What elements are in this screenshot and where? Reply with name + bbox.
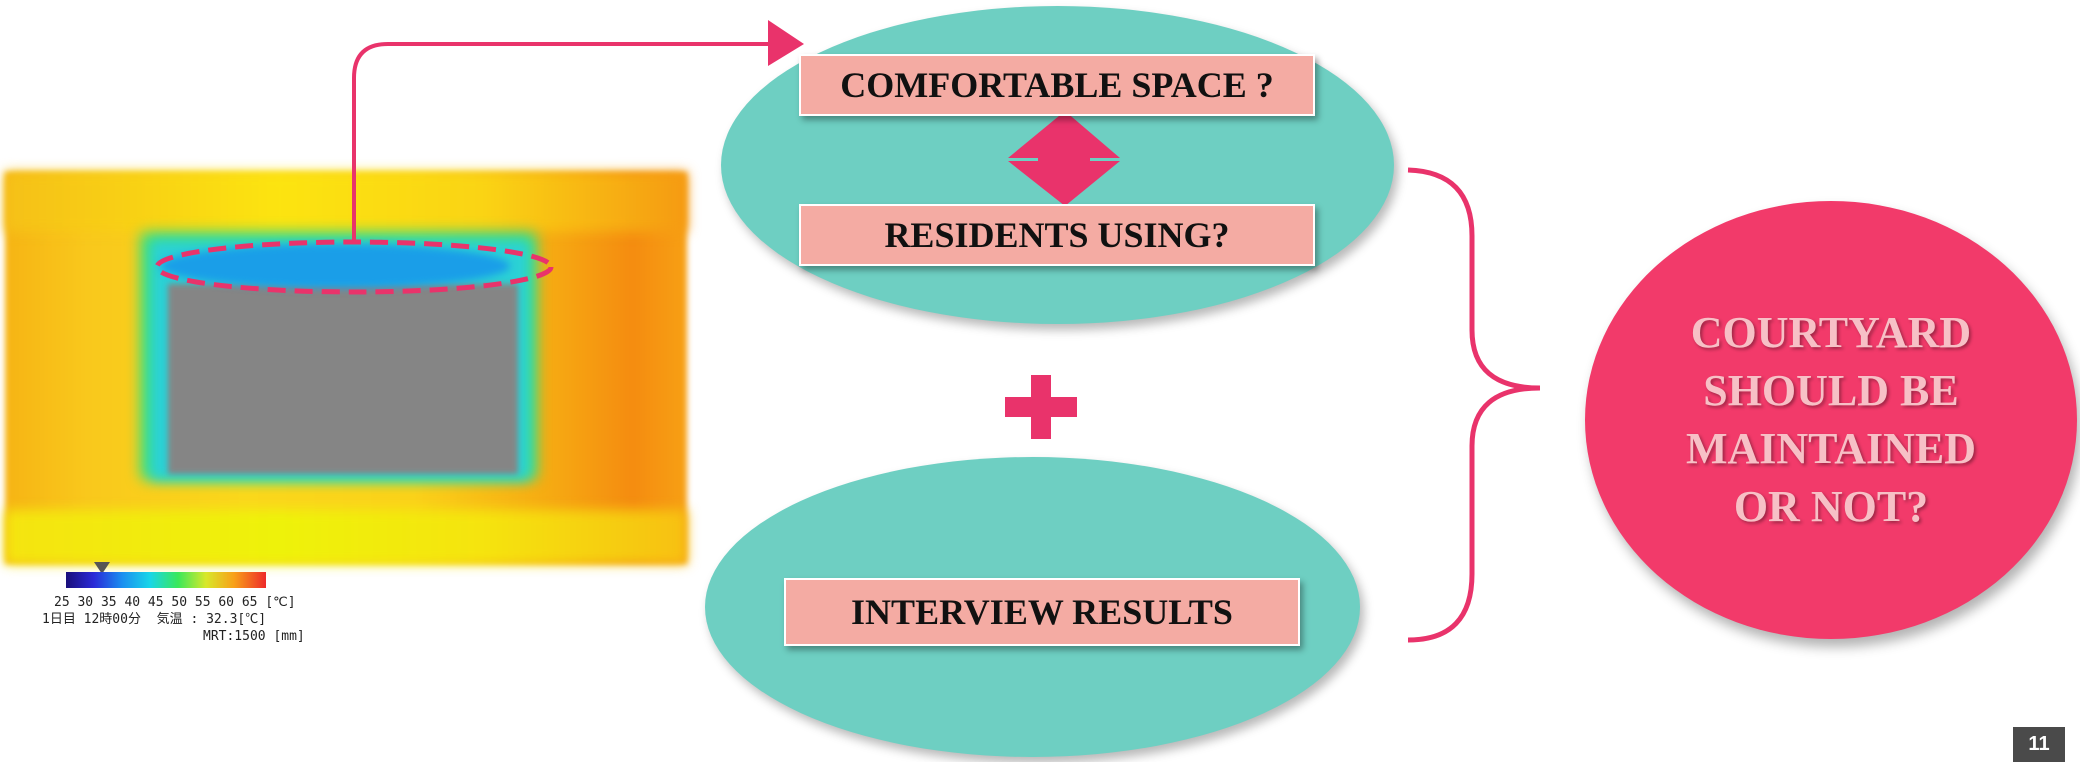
temperature-color-scale	[66, 572, 266, 588]
legend-mrt: MRT:1500 [mm]	[203, 629, 305, 644]
thermal-map-bottom-band	[5, 510, 687, 564]
thermal-map-top-band	[5, 172, 687, 232]
connector-arrowhead-icon	[768, 20, 804, 66]
page-number-box: 11	[2013, 727, 2065, 762]
conclusion-text: COURTYARD SHOULD BE MAINTAINED OR NOT?	[1685, 308, 1977, 531]
thermal-building-footprint	[168, 284, 518, 474]
legend-time-temperature: 1日目 12時00分 気温 : 32.3[℃]	[42, 612, 267, 627]
interview-results-label: INTERVIEW RESULTS	[784, 578, 1300, 646]
connector-arrow-line	[352, 42, 776, 242]
curly-brace-icon	[1407, 167, 1541, 643]
legend-marker-icon	[94, 562, 110, 574]
double-arrow-icon	[1008, 111, 1120, 206]
conclusion-circle: COURTYARD SHOULD BE MAINTAINED OR NOT?	[1585, 201, 2077, 639]
comfortable-space-label: COMFORTABLE SPACE ?	[799, 54, 1315, 116]
page-number: 11	[2028, 733, 2050, 755]
residents-using-label: RESIDENTS USING?	[799, 204, 1315, 266]
highlight-dashed-ellipse	[154, 239, 554, 295]
legend-tick-labels: 25 30 35 40 45 50 55 60 65 [℃]	[54, 595, 296, 610]
plus-icon	[1005, 375, 1077, 439]
